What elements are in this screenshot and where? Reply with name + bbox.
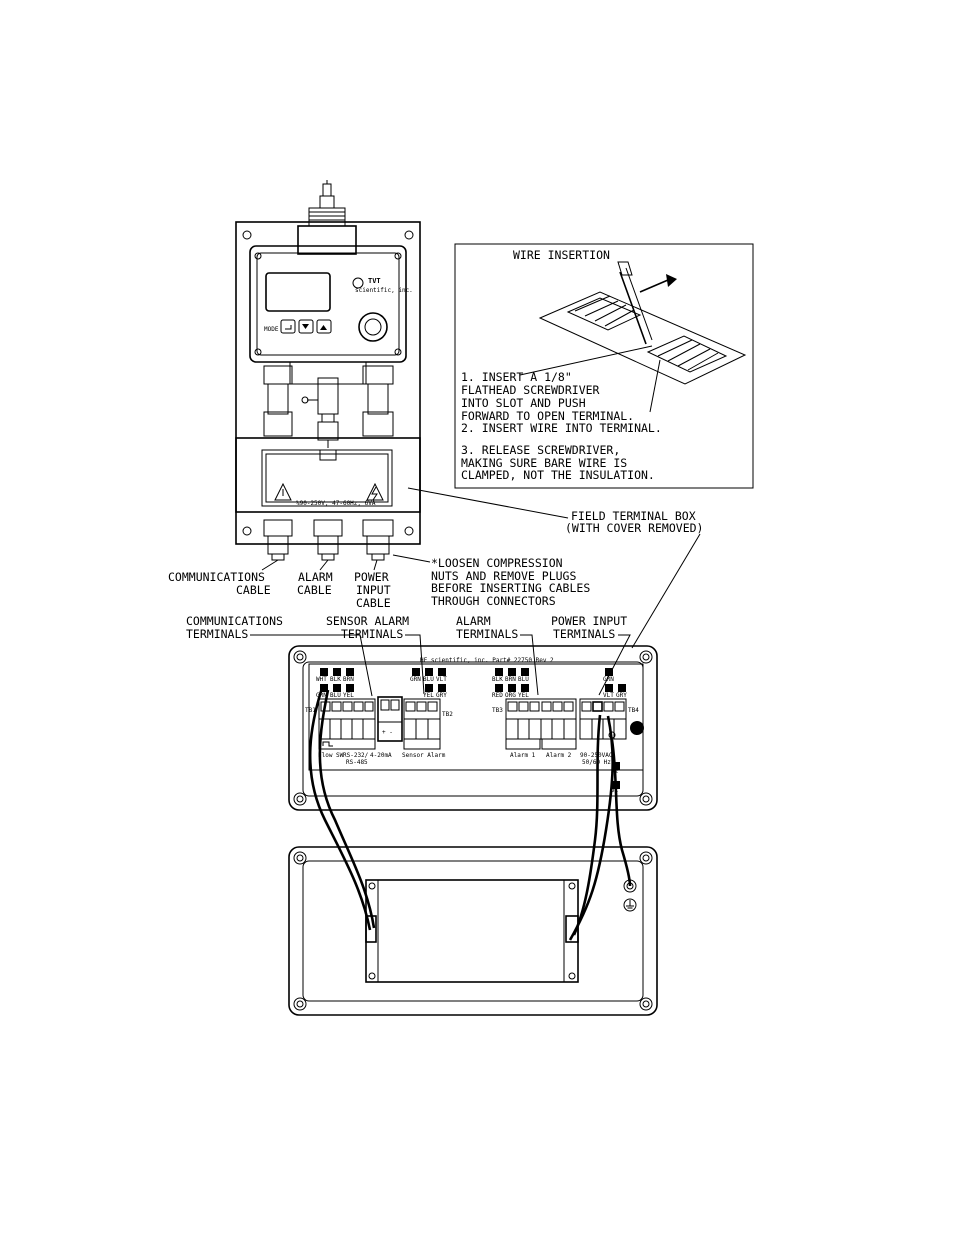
loosen-note-2: NUTS AND REMOVE PLUGS: [431, 569, 576, 583]
power-terminals-label-2: TERMINALS: [553, 627, 615, 641]
analyzer-assembly: TVT scientific, inc. MODE: [235, 180, 431, 571]
comm-color-tags: WHT BLK BRN GRN BLU YEL: [316, 668, 354, 699]
step1-line4: FORWARD TO OPEN TERMINAL.: [461, 409, 634, 423]
wire-insertion-title: WIRE INSERTION: [513, 248, 610, 262]
board-part-number: HF scientific, inc. Part# 22750 Rev 2: [420, 657, 554, 664]
alarm-bot-color-1: RED: [492, 692, 503, 699]
loosen-note-4: THROUGH CONNECTORS: [431, 594, 556, 608]
power-bot-color-1: VLT: [603, 692, 614, 699]
alarm-cable-label-2: CABLE: [297, 583, 332, 597]
sensor-top-color-2: BLU: [423, 676, 434, 683]
comm-top-color-1: WHT: [316, 676, 327, 683]
shock-hazard-icon: [366, 482, 384, 501]
power-cable-label-2: INPUT: [356, 583, 391, 597]
tb4-terminal-block: [579, 698, 627, 740]
comm-bot-color-1: GRN: [316, 692, 327, 699]
wire-bundles: [308, 687, 632, 941]
power-top-color-1: GRN: [603, 676, 614, 683]
comm-sublabel-rs485: RS-485: [346, 759, 368, 766]
comm-sublabel-4-20: 4-20mA: [370, 752, 392, 759]
alarm-top-color-1: BLK: [492, 676, 503, 683]
tb1-terminal-block: + -: [318, 696, 403, 750]
terminal-box-cover: [288, 846, 658, 1016]
field-terminal-box-line2: (WITH COVER REMOVED): [565, 521, 703, 535]
sensor-top-color-3: VLT: [436, 676, 447, 683]
knob-icon: [358, 312, 388, 342]
mode-key: MODE: [264, 326, 279, 333]
comm-top-color-3: BRN: [343, 676, 354, 683]
up-key-icon: [316, 319, 332, 334]
alarm-bot-color-3: YEL: [518, 692, 529, 699]
alarm1-sublabel: Alarm 1: [510, 752, 536, 759]
enter-key-icon: [280, 319, 296, 334]
power-bot-color-2: GRY: [616, 692, 627, 699]
comm-top-color-2: BLK: [330, 676, 341, 683]
sensor-bot-color-1: YEL: [423, 692, 434, 699]
terminal-box-enclosure: [235, 437, 421, 513]
comm-cable-label-2: CABLE: [236, 583, 271, 597]
alarm-top-color-2: BRN: [505, 676, 516, 683]
power-color-tags: GRN VLT GRY: [603, 668, 627, 699]
display-window: [265, 272, 331, 312]
power-cable-label-1: POWER: [354, 570, 389, 584]
loosen-note-3: BEFORE INSERTING CABLES: [431, 581, 590, 595]
brand-logo: TVT: [368, 277, 381, 285]
alarm-terminals-label-1: ALARM: [456, 614, 491, 628]
comm-terminals-label-2: TERMINALS: [186, 627, 248, 641]
comm-sublabel-rs232: RS-232/: [343, 752, 369, 759]
sensor-sublabel: Sensor Alarm: [402, 752, 446, 759]
svg-text:+ -: + -: [382, 729, 393, 736]
alarm2-sublabel: Alarm 2: [546, 752, 572, 759]
step2-text: 2. INSERT WIRE INTO TERMINAL.: [461, 421, 662, 435]
tb2-label: TB2: [442, 711, 453, 718]
brand-sub: scientific, inc.: [355, 287, 413, 294]
tb4-label: TB4: [628, 707, 639, 714]
power-cable-label-3: CABLE: [356, 596, 391, 610]
earth-ground-icon: [623, 898, 637, 912]
sensor-top-color-1: GRN: [410, 676, 421, 683]
step1-line2: FLATHEAD SCREWDRIVER: [461, 383, 600, 397]
sensor-alarm-terminals-label-1: SENSOR ALARM: [326, 614, 409, 628]
alarm-bot-color-2: ORG: [505, 692, 516, 699]
tb1-label: TB1: [305, 707, 316, 714]
down-key-icon: [298, 319, 314, 334]
power-terminals-label-1: POWER INPUT: [551, 614, 627, 628]
step1-line3: INTO SLOT AND PUSH: [461, 396, 586, 410]
warning-triangle-icon: [274, 482, 292, 501]
terminal-box-base: HF scientific, inc. Part# 22750 Rev 2 WH…: [288, 645, 658, 811]
sensor-bot-color-2: GRY: [436, 692, 447, 699]
field-terminal-box-line1: FIELD TERMINAL BOX: [571, 509, 696, 523]
step3-line2: MAKING SURE BARE WIRE IS: [461, 456, 627, 470]
sensor-color-tags: GRN BLU VLT YEL GRY: [410, 668, 447, 699]
tb3-terminal-block: [505, 698, 577, 750]
tb2-terminal-block: [403, 698, 441, 750]
alarm-top-color-3: BLU: [518, 676, 529, 683]
alarm-color-tags: BLK BRN BLU RED ORG YEL: [492, 668, 529, 699]
mounting-screw-icon: [630, 721, 644, 735]
sensor-alarm-terminals-label-2: TERMINALS: [341, 627, 403, 641]
warning-label: %90-250V, 47-60Hz, 6VA: [296, 500, 376, 507]
power-supply-module: [365, 879, 579, 983]
comm-sublabel-flow: Flow SW: [318, 752, 344, 759]
push-arrow-icon: [639, 279, 669, 293]
step1-line1: 1. INSERT A 1/8": [461, 370, 572, 384]
step3-line3: CLAMPED, NOT THE INSULATION.: [461, 468, 655, 482]
comm-cable-label-1: COMMUNICATIONS: [168, 570, 265, 584]
tb3-label: TB3: [492, 707, 503, 714]
callouts: FIELD TERMINAL BOX (WITH COVER REMOVED) …: [168, 487, 703, 697]
wire-insertion-detail: WIRE INSERTION 1. INSERT A 1/8" FLATHEAD…: [454, 243, 754, 489]
alarm-cable-label-1: ALARM: [298, 570, 333, 584]
screwdriver-icon: [619, 271, 647, 345]
comm-bot-color-2: BLU: [330, 692, 341, 699]
loosen-note-1: *LOOSEN COMPRESSION: [431, 556, 563, 570]
step3-line1: 3. RELEASE SCREWDRIVER,: [461, 443, 620, 457]
comm-terminals-label-1: COMMUNICATIONS: [186, 614, 283, 628]
comm-bot-color-3: YEL: [343, 692, 354, 699]
alarm-terminals-label-2: TERMINALS: [456, 627, 518, 641]
